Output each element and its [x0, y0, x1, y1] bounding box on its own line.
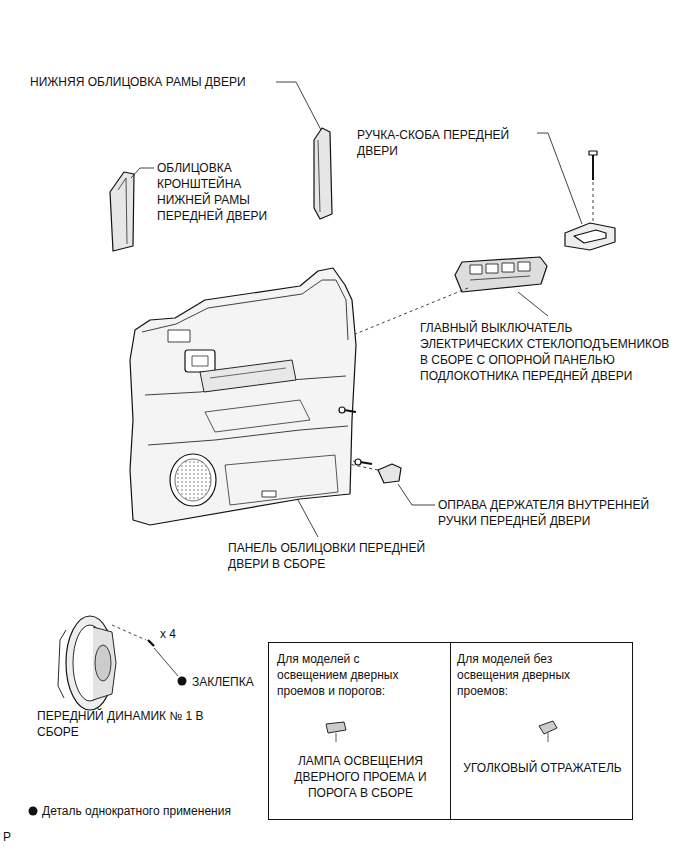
part-label: ОПРАВА ДЕРЖАТЕЛЯ ВНУТРЕННЕЙ РУЧКИ ПЕРЕДН… — [438, 497, 683, 529]
quantity-label: x 4 — [160, 626, 200, 642]
part-label: ПАНЕЛЬ ОБЛИЦОВКИ ПЕРЕДНЕЙ ДВЕРИ В СБОРЕ — [228, 540, 428, 572]
table-cell: Для моделей без освещения дверных проемо… — [450, 642, 633, 820]
part-label: ГЛАВНЫЙ ВЫКЛЮЧАТЕЛЬ ЭЛЕКТРИЧЕСКИХ СТЕКЛО… — [420, 320, 675, 384]
legend-text: Деталь однократного применения — [42, 803, 342, 819]
part-label: УГОЛКОВЫЙ ОТРАЖАТЕЛЬ — [457, 760, 628, 776]
condition-heading: Для моделей с освещением дверных проемов… — [277, 651, 427, 699]
part-label: РУЧКА-СКОБА ПЕРЕДНЕЙ ДВЕРИ — [357, 127, 542, 159]
part-label: ЛАМПА ОСВЕЩЕНИЯ ДВЕРНОГО ПРОЕМА И ПОРОГА… — [289, 753, 432, 801]
condition-heading: Для моделей без освещения дверных проемо… — [457, 651, 607, 699]
table-cell: Для моделей с освещением дверных проемов… — [268, 642, 451, 820]
part-label: ПЕРЕДНИЙ ДИНАМИК № 1 В СБОРЕ — [37, 708, 237, 740]
part-label: ОБЛИЦОВКА КРОНШТЕЙНА НИЖНЕЙ РАМЫ ПЕРЕДНЕ… — [157, 160, 289, 224]
figure-code: P — [3, 829, 23, 845]
part-label: НИЖНЯЯ ОБЛИЦОВКА РАМЫ ДВЕРИ — [30, 74, 280, 90]
